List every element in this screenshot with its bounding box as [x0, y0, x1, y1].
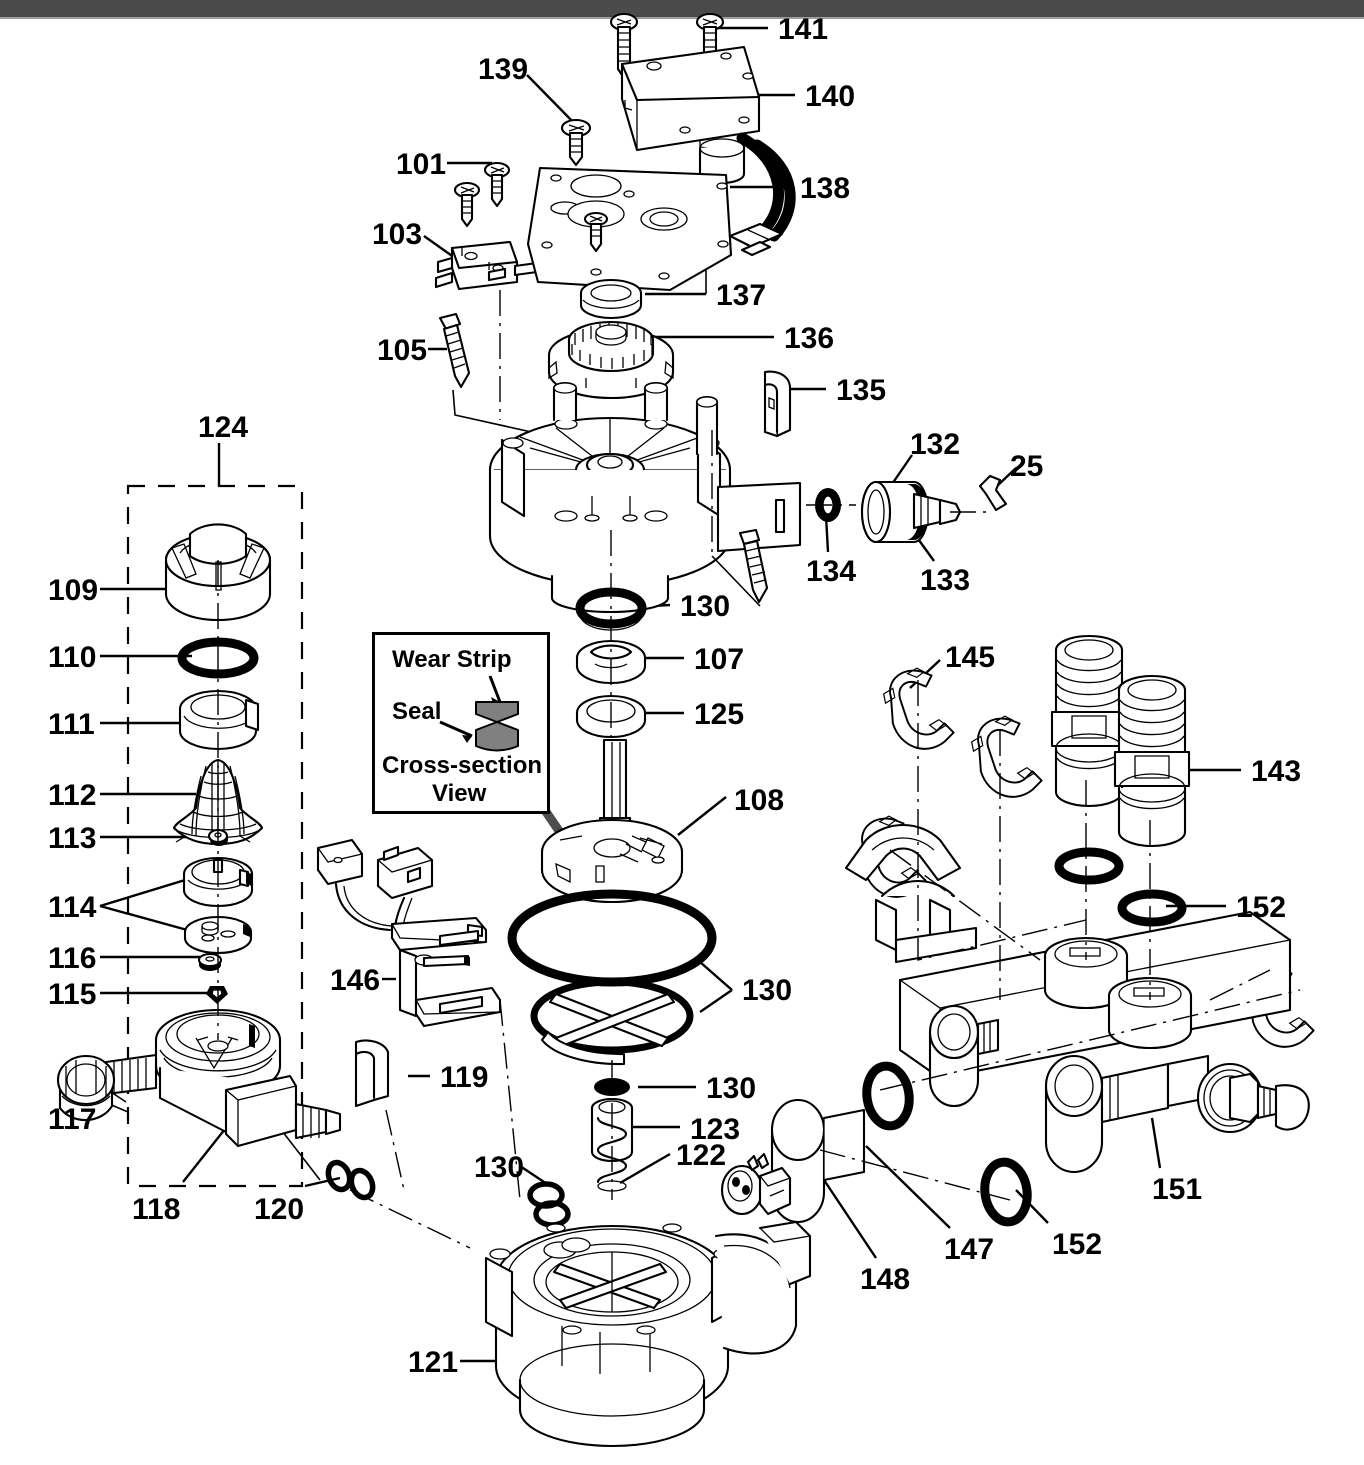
screw-139 — [560, 118, 592, 167]
callout-134: 134 — [806, 555, 857, 588]
callout-112: 112 — [48, 779, 97, 812]
part-115-poppet — [206, 986, 228, 1004]
part-130-figure8 — [527, 1181, 571, 1228]
part-145-clips — [861, 667, 1315, 1048]
wire-harness-artwork — [316, 838, 521, 1201]
callout-147: 147 — [944, 1233, 995, 1266]
callout-111: 111 — [48, 708, 95, 741]
callout-132: 132 — [910, 428, 961, 461]
callout-109: 109 — [48, 574, 99, 607]
part-119-clip — [354, 1039, 390, 1108]
screw-105-lower — [738, 528, 769, 604]
callout-117: 117 — [48, 1103, 97, 1136]
callout-122: 122 — [676, 1139, 727, 1172]
screw-105 — [438, 312, 471, 389]
callout-125: 125 — [694, 698, 745, 731]
part-103-microswitch — [434, 240, 539, 291]
part-143-adapter-right — [1113, 674, 1191, 848]
inset-label-view-2: View — [432, 780, 487, 807]
part-137-seal — [579, 278, 643, 320]
center-body-artwork — [438, 290, 1008, 740]
callout-119: 119 — [440, 1061, 489, 1094]
part-152-oring-d — [980, 1157, 1032, 1227]
top-assembly-artwork — [434, 12, 796, 320]
callout-141: 141 — [778, 13, 829, 46]
callout-107: 107 — [694, 643, 745, 676]
callout-152a: 152 — [1236, 891, 1287, 924]
part-138-wire-harness — [728, 132, 796, 257]
callout-151: 151 — [1152, 1173, 1203, 1206]
callout-130a: 130 — [680, 590, 731, 623]
callout-140: 140 — [805, 80, 856, 113]
part-117-cap-nut — [56, 1054, 116, 1122]
callout-133: 133 — [920, 564, 971, 597]
part-116-washer — [197, 952, 223, 971]
part-111-retainer — [178, 689, 260, 751]
part-140-motor-box — [620, 45, 761, 185]
callout-110: 110 — [48, 641, 97, 674]
callout-115: 115 — [48, 978, 97, 1011]
callout-121: 121 — [408, 1346, 459, 1379]
part-143-adapter-left — [1050, 634, 1128, 808]
part-152-oring-c — [862, 1061, 914, 1131]
callout-25: 25 — [1010, 450, 1044, 483]
screws-101 — [453, 161, 511, 228]
valve-body-spider — [545, 1251, 679, 1313]
inset-label-seal: Seal — [392, 698, 442, 725]
callout-124: 124 — [198, 411, 249, 444]
part-25-clip — [978, 474, 1008, 512]
part-135-clip — [763, 370, 792, 438]
brine-assembly-artwork — [56, 484, 471, 1249]
part-130-spider — [530, 978, 694, 1066]
callout-118: 118 — [132, 1193, 181, 1226]
part-132-133-injector — [860, 480, 962, 544]
window-top-bar-edge — [0, 17, 1364, 19]
callout-130d: 130 — [474, 1151, 525, 1184]
part-center-body-casting — [488, 381, 802, 614]
inset-label-wear-strip: Wear Strip — [392, 646, 512, 673]
part-147-flow-control — [720, 1152, 792, 1216]
callout-135: 135 — [836, 374, 887, 407]
piston-assembly-artwork — [507, 738, 717, 1200]
outlet-assembly-artwork — [720, 634, 1315, 1227]
callout-101: 101 — [396, 148, 447, 181]
valve-body-artwork — [484, 1181, 812, 1448]
callout-152b: 152 — [1052, 1228, 1103, 1261]
callout-130b: 130 — [742, 974, 793, 1007]
callout-103: 103 — [372, 218, 423, 251]
callout-143: 143 — [1251, 755, 1302, 788]
callout-116: 116 — [48, 942, 97, 975]
callout-148: 148 — [860, 1263, 911, 1296]
callout-139: 139 — [478, 53, 529, 86]
part-152-oring-a — [1054, 847, 1124, 885]
part-138-top-plate — [526, 166, 733, 292]
callout-108: 108 — [734, 784, 785, 817]
window-top-bar — [0, 0, 1364, 17]
callout-123: 123 — [690, 1113, 741, 1146]
part-130-plug — [594, 1078, 630, 1096]
callout-146: 146 — [330, 964, 381, 997]
callout-120: 120 — [254, 1193, 305, 1226]
part-136-drive-gear — [547, 320, 675, 400]
part-152-oring-b — [1117, 889, 1187, 927]
part-151-manifold — [844, 823, 1310, 1173]
part-146-bracket — [390, 916, 502, 1028]
callout-136: 136 — [784, 322, 835, 355]
inset-label-view-1: Cross-section — [382, 752, 543, 779]
callout-130c: 130 — [706, 1072, 757, 1105]
callout-138: 138 — [800, 172, 851, 205]
callout-113: 113 — [48, 822, 97, 855]
part-110-oring — [177, 637, 259, 679]
callout-137: 137 — [716, 279, 767, 312]
part-118-brine-body — [104, 1008, 342, 1148]
callout-114: 114 — [48, 891, 97, 924]
callout-145: 145 — [945, 641, 996, 674]
part-120-orings — [325, 1159, 376, 1201]
callout-105: 105 — [377, 334, 428, 367]
